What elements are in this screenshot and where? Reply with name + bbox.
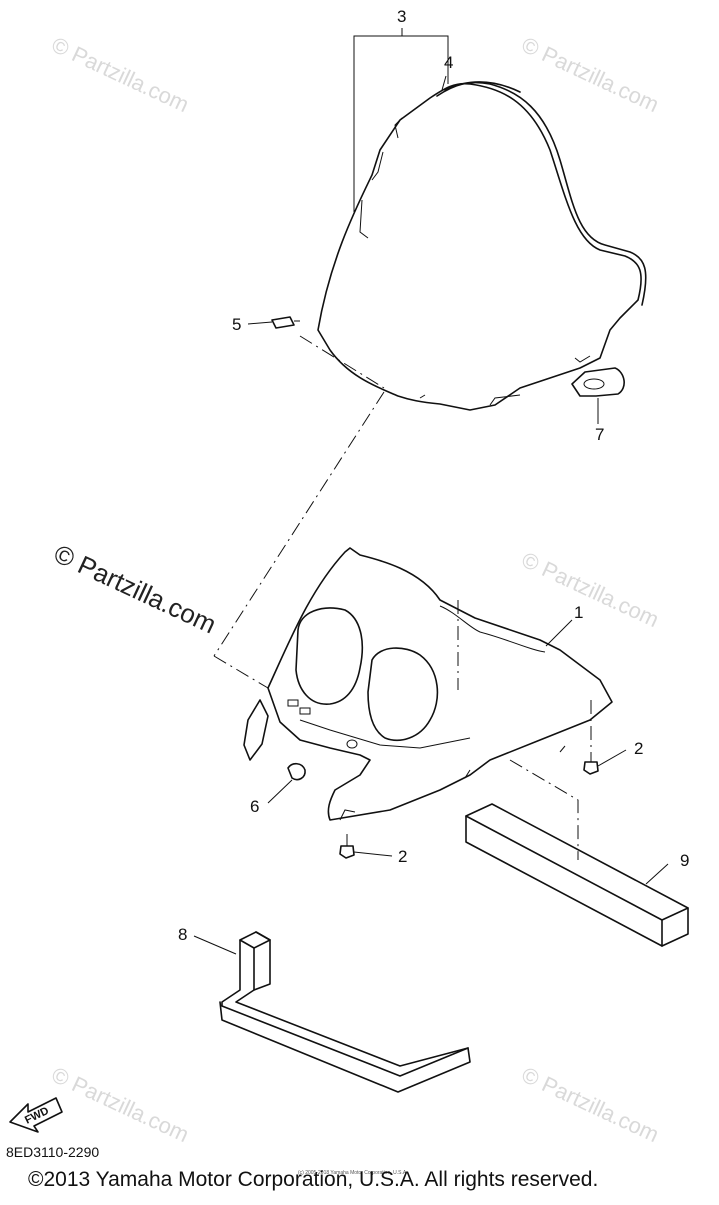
leader-lines xyxy=(193,75,669,955)
callout-6: 6 xyxy=(250,797,259,816)
screw-part-2-a xyxy=(583,752,599,775)
callout-7: 7 xyxy=(595,425,604,444)
cowl xyxy=(243,547,613,821)
assembly-lines xyxy=(213,335,592,860)
watermark: © Partzilla.com xyxy=(48,1062,193,1147)
screw-part-2-b xyxy=(339,834,355,859)
watermark: © Partzilla.com xyxy=(48,32,193,117)
fwd-arrow-icon: FWD xyxy=(9,1097,63,1133)
callouts: 1 2 2 3 4 5 6 7 8 9 xyxy=(178,7,689,944)
foam-bracket-part-8 xyxy=(219,931,471,1093)
watermark: © Partzilla.com xyxy=(518,1062,663,1147)
callout-9: 9 xyxy=(680,851,689,870)
watermark-dark: © Partzilla.com xyxy=(49,538,220,639)
watermark: © Partzilla.com xyxy=(518,547,663,632)
clip-part-6 xyxy=(287,762,306,781)
screw-part-5 xyxy=(271,316,300,329)
windshield xyxy=(317,81,647,411)
watermarks: © Partzilla.com © Partzilla.com © Partzi… xyxy=(48,32,663,1147)
callout-2: 2 xyxy=(398,847,407,866)
diagram-code: 8ED3110-2290 xyxy=(6,1144,100,1160)
callout-5: 5 xyxy=(232,315,241,334)
watermark: © Partzilla.com xyxy=(518,32,663,117)
callout-1: 1 xyxy=(574,603,583,622)
bracket-3 xyxy=(353,28,449,212)
callout-4: 4 xyxy=(444,53,453,72)
microprint: (c) 2005-2018 Yamaha Motor Corporation, … xyxy=(298,1170,408,1176)
foam-block-part-9 xyxy=(465,803,689,947)
copyright-notice: ©2013 Yamaha Motor Corporation, U.S.A. A… xyxy=(28,1168,599,1191)
callout-2: 2 xyxy=(634,739,643,758)
callout-8: 8 xyxy=(178,925,187,944)
callout-3: 3 xyxy=(397,7,406,26)
clip-part-7 xyxy=(571,367,625,397)
